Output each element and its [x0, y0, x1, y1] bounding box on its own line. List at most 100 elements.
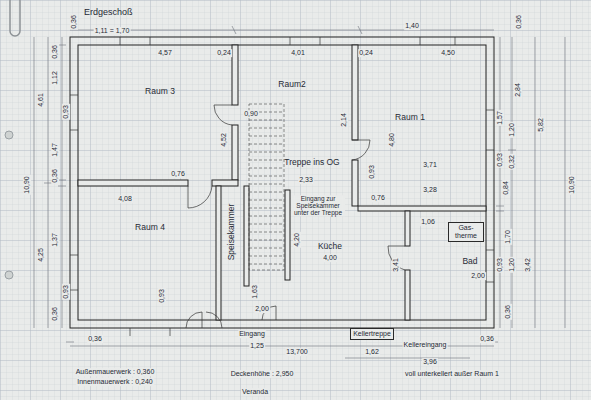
- dimension-label: 0,93: [62, 104, 70, 120]
- dimension-label: 1,57: [496, 110, 504, 126]
- dimension-label: 3,41: [392, 257, 400, 273]
- room-label: Treppe ins OG: [284, 158, 339, 167]
- dimension-label: 2,14: [340, 112, 348, 128]
- stair-step: [249, 184, 284, 185]
- dimension-label: 3,28: [422, 186, 438, 194]
- room-label: Küche: [318, 242, 342, 251]
- stair-step: [249, 120, 284, 121]
- stair-step: [249, 168, 284, 169]
- dimension-label: 1,47: [51, 142, 59, 158]
- room-label: Gas- therme: [451, 224, 481, 239]
- stair-step: [249, 152, 284, 153]
- note-text: Außenmauerwerk : 0,360: [75, 368, 156, 376]
- dimension-label: 4,80: [388, 132, 396, 148]
- paper-clip: [10, 0, 20, 36]
- dimension-label: 0,24: [216, 49, 232, 57]
- room-label: Raum 3: [145, 87, 175, 96]
- dimension-label: 0,36: [515, 14, 523, 30]
- room-label: Raum2: [278, 80, 305, 89]
- stair-step: [249, 256, 284, 257]
- stair-step: [249, 128, 284, 129]
- dimension-label: 2,00: [254, 305, 270, 313]
- dimension-label: 4,01: [290, 49, 306, 57]
- note-text: Veranda: [241, 388, 269, 396]
- doors: [186, 105, 405, 328]
- stair-step: [249, 224, 284, 225]
- stair-step: [249, 176, 284, 177]
- dimension-label: 0,36: [504, 304, 512, 320]
- dimension-label: 4,08: [117, 195, 133, 203]
- plan-title: Erdgeschoß: [84, 8, 133, 18]
- dimension-label: 0,93: [496, 257, 504, 273]
- dimension-label: 1,37: [51, 232, 59, 248]
- room: Raum 1: [358, 45, 486, 206]
- stair-step: [249, 200, 284, 201]
- stair-hall: Treppe ins OG: [249, 105, 352, 185]
- dimension-label: 3,96: [422, 358, 438, 366]
- dimension-label: 3,71: [422, 161, 438, 169]
- stair-step: [249, 240, 284, 241]
- dimension-label: 10,90: [23, 175, 31, 195]
- note-text: Kellereingang: [403, 341, 448, 349]
- dimension-label: 4,61: [37, 92, 45, 108]
- dimension-label: 13,700: [285, 348, 308, 356]
- note-text: Deckenhöhe : 2,950: [230, 370, 295, 378]
- dimension-label: 0,76: [370, 194, 386, 202]
- dimension-label: 0,32: [508, 154, 516, 170]
- dimension-label: 1,06: [420, 218, 436, 226]
- dimension-label: 0,93: [368, 164, 376, 180]
- dimension-label: 0,93: [496, 152, 504, 168]
- kitchen: Küche: [290, 215, 405, 320]
- stair-step: [249, 264, 284, 265]
- dimension-label: 0,36: [51, 306, 59, 322]
- dimension-label: 2,33: [298, 176, 314, 184]
- dimension-label: 1,20: [508, 122, 516, 138]
- dimension-label: 0,76: [170, 170, 186, 178]
- stair-step: [249, 136, 284, 137]
- note-text: Innenmauerwerk : 0,240: [76, 378, 154, 386]
- dimension-label: 4,25: [37, 247, 45, 263]
- room-label: Raum 1: [395, 113, 425, 122]
- dimension-label: 1,20: [508, 257, 516, 273]
- pantry: Speisekammer: [221, 186, 244, 320]
- dimension-label: 4,52: [220, 132, 228, 148]
- dimension-label: 1,70: [504, 229, 512, 245]
- room-label: Speisekammer: [227, 204, 236, 261]
- stair-step: [249, 160, 284, 161]
- stair-step: [249, 192, 284, 193]
- dimension-label: 0,36: [51, 44, 59, 60]
- dimension-label: 2,84: [514, 82, 522, 98]
- dimension-label: 0,24: [358, 49, 374, 57]
- room: Raum 3: [78, 45, 232, 180]
- room-label: Raum 4: [135, 223, 165, 232]
- dimension-label: 0,36: [87, 335, 103, 343]
- note-text: voll unterkellert außer Raum 1: [404, 370, 500, 378]
- windows: [70, 37, 494, 336]
- walls: [70, 37, 494, 328]
- dimension-label: 0,84: [502, 180, 510, 196]
- dimension-label: 1,40: [404, 22, 420, 30]
- dimension-label: 1,11 = 1,70: [94, 27, 131, 35]
- punch-hole: [5, 131, 13, 139]
- dimension-label: 0,36: [479, 335, 495, 343]
- dimension-label: 0,93: [158, 288, 166, 304]
- stair-step: [249, 248, 284, 249]
- boiler-box: Gas- therme: [448, 222, 484, 242]
- dimension-label: 3,42: [524, 257, 532, 273]
- dimension-label: 5,82: [537, 117, 545, 133]
- stair-step: [249, 232, 284, 233]
- bathroom: Gas- thermeBad: [410, 211, 486, 320]
- cellar-stair-box: Kellertreppe: [350, 328, 394, 340]
- dimension-label: 0,93: [62, 284, 70, 300]
- note-text: Eingang zur Speisekammer unter der Trepp…: [291, 195, 345, 216]
- dimension-label: 1,25: [249, 342, 265, 350]
- dimension-label: 1,63: [251, 284, 259, 300]
- dimension-label: 4,20: [293, 232, 301, 248]
- dimension-lines: [34, 26, 565, 358]
- dimension-label: 4,00: [322, 254, 338, 262]
- staircase: [249, 104, 284, 270]
